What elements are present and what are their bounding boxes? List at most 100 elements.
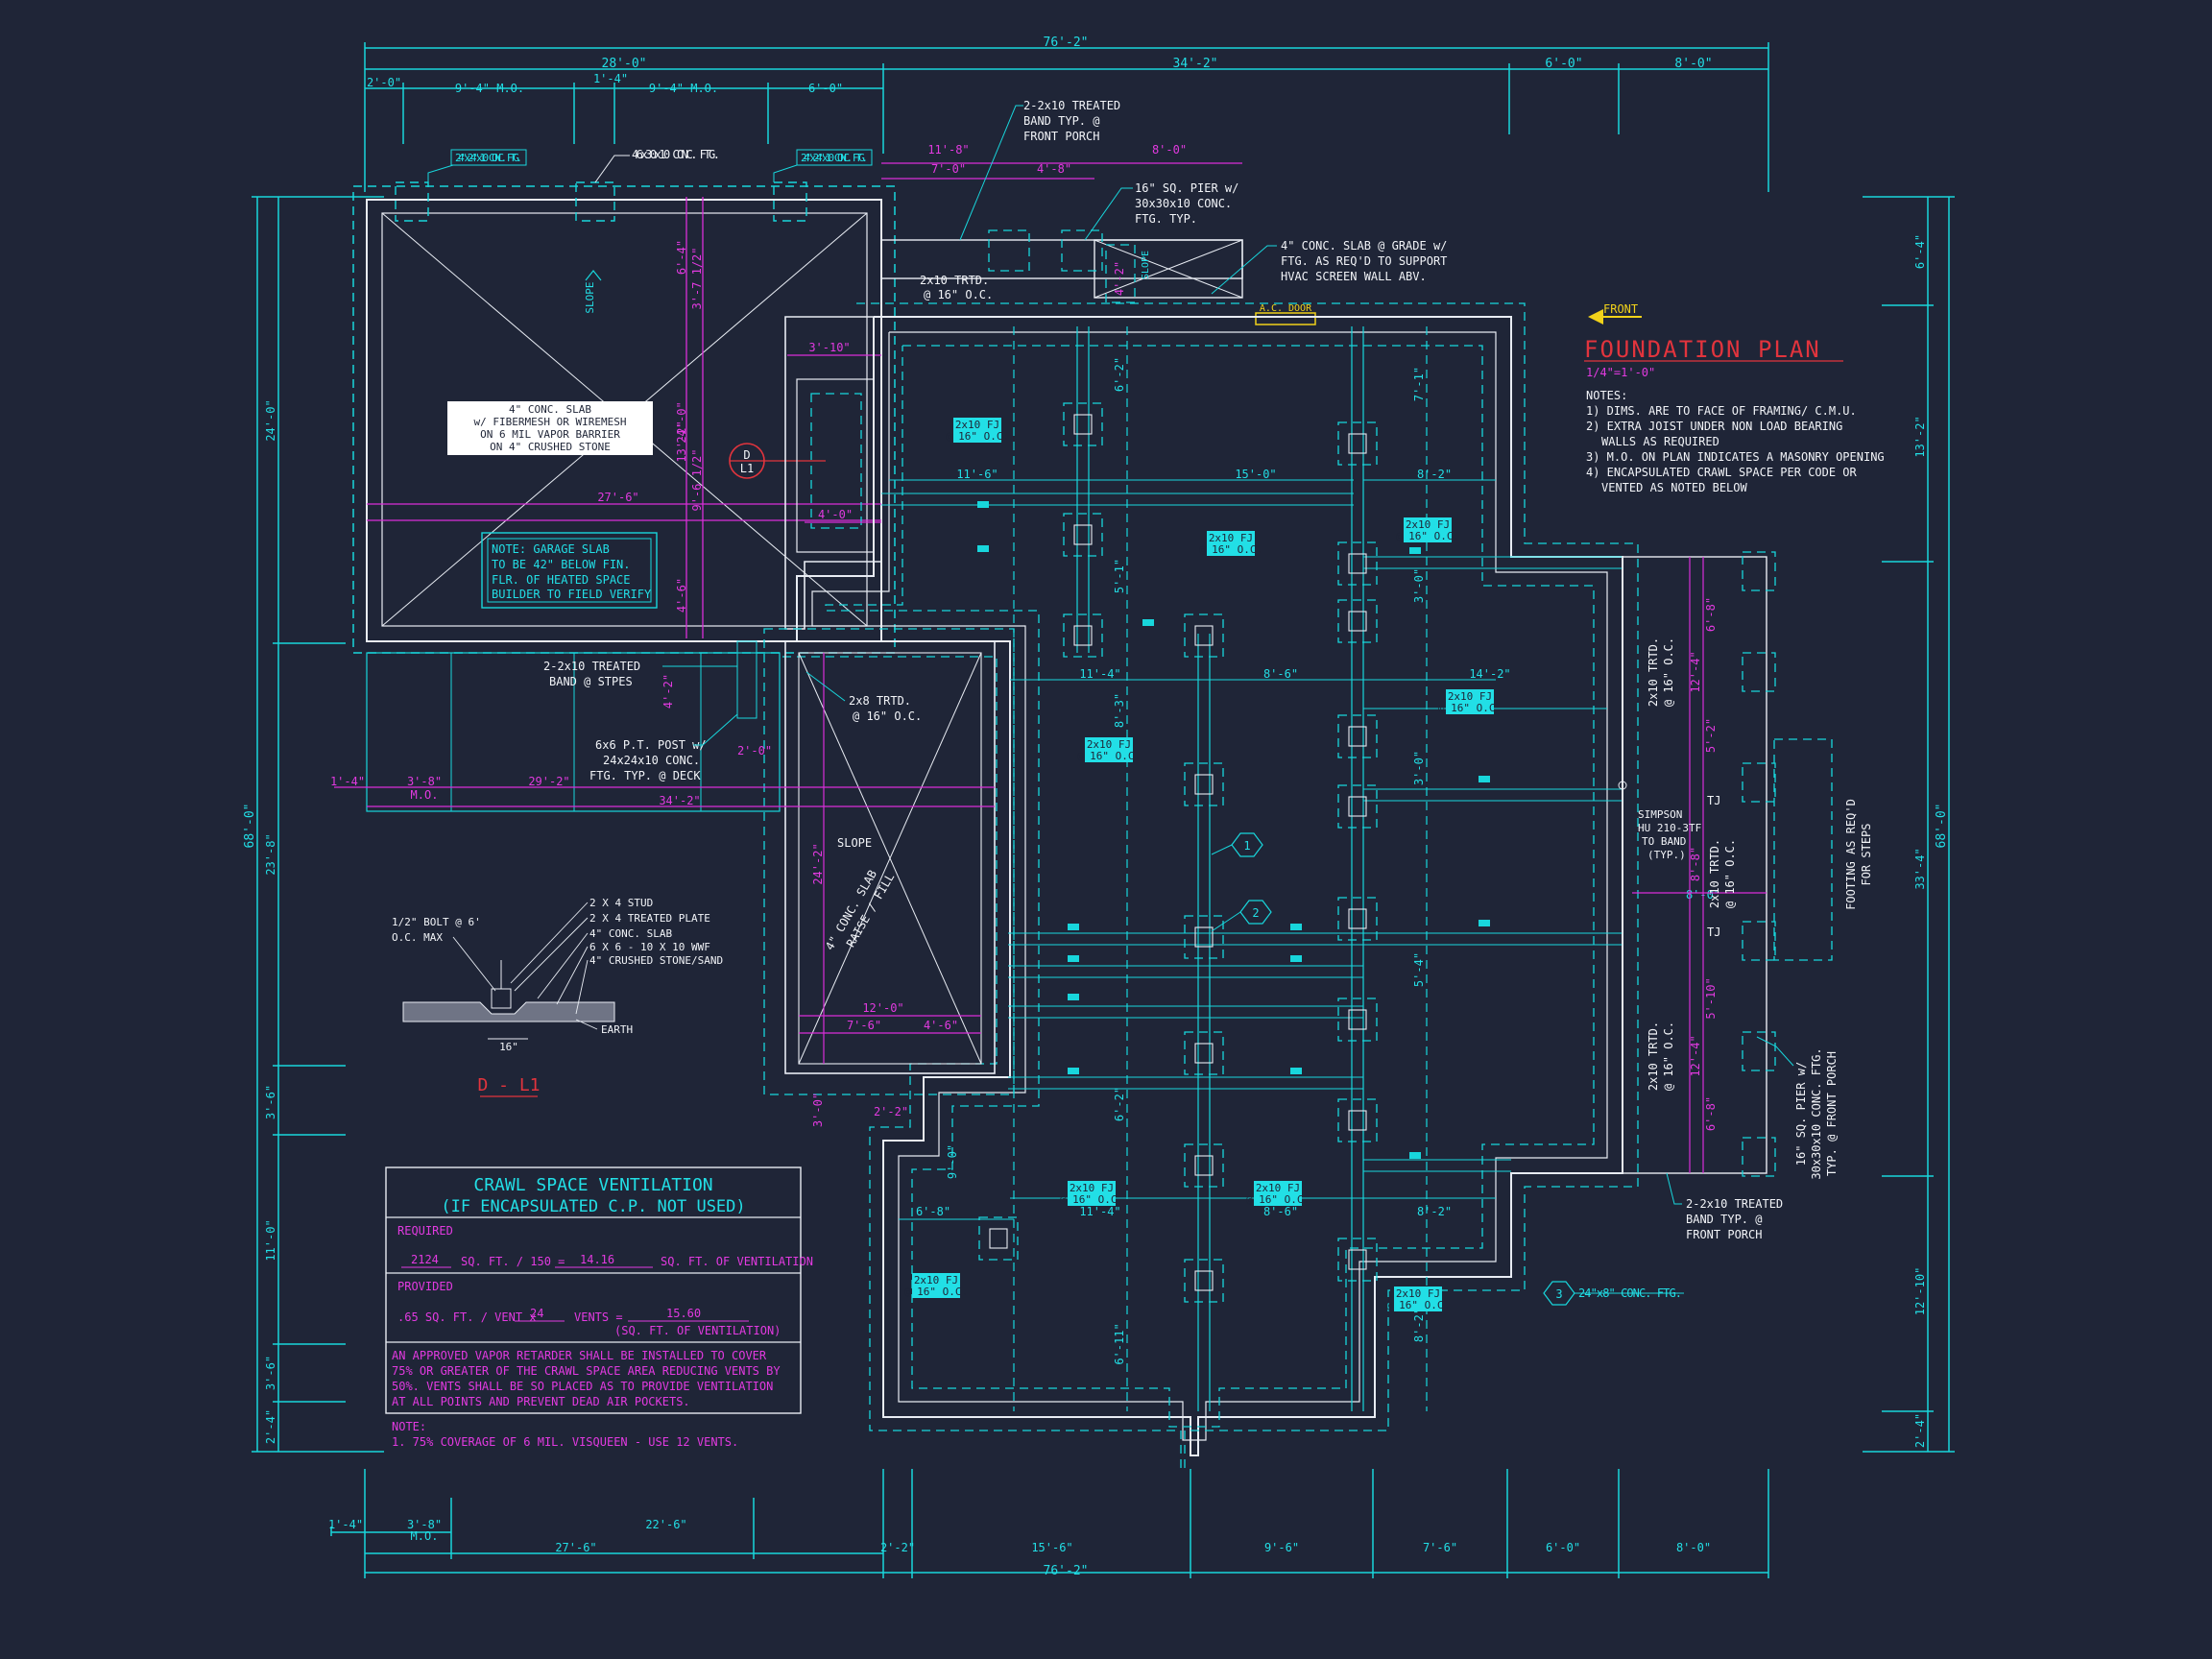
footing-label-center: 46x30x10 CONC. FTG. (632, 148, 720, 161)
svg-text:16": 16" (499, 1041, 518, 1053)
dim-garage-width: 27'-6" (597, 491, 638, 504)
dim-left-c: 3'-6" (264, 1085, 277, 1119)
deck: 1'-4" 3'-8" M.O. 29'-2" 34'-2" 2'-0" 4'-… (330, 640, 995, 812)
svg-text:FLR. OF HEATED SPACE: FLR. OF HEATED SPACE (492, 573, 631, 587)
svg-text:2x10 FJ: 2x10 FJ (1406, 518, 1450, 531)
svg-text:BAND @ STPES: BAND @ STPES (549, 675, 633, 688)
svg-text:FOOTING AS REQ'D: FOOTING AS REQ'D (1844, 799, 1858, 910)
dim-right-d: 12'-10" (1913, 1267, 1927, 1316)
dim-top-overall: 76'-2" (1044, 36, 1089, 50)
svg-text:@ 16" O.C.: @ 16" O.C. (924, 288, 993, 301)
svg-text:2x10 TRTD.: 2x10 TRTD. (1647, 637, 1660, 707)
dim-bot-e: 2'-2" (880, 1541, 915, 1554)
svg-text:12'-4": 12'-4" (1689, 651, 1702, 692)
svg-text:@ 16" O.C.: @ 16" O.C. (853, 709, 922, 723)
garage-slab-note: 4" CONC. SLAB w/ FIBERMESH OR WIREMESH O… (447, 401, 653, 455)
svg-text:@ 16" O.C.: @ 16" O.C. (1199, 543, 1262, 556)
svg-text:3: 3 (1555, 1287, 1562, 1301)
dim-bot-b2: M.O. (411, 1529, 439, 1543)
svg-text:12'-4": 12'-4" (1689, 1035, 1702, 1076)
svg-text:TJ: TJ (1707, 794, 1720, 807)
svg-text:4'-2": 4'-2" (1113, 261, 1126, 296)
detail-d-l1: 16" 2 X 4 STUD 2 X 4 TREATED PLATE 4" CO… (392, 897, 723, 1097)
svg-text:6'-8": 6'-8" (916, 1205, 950, 1218)
svg-text:3'-0": 3'-0" (811, 1093, 825, 1127)
fj-label: 2x10 FJ@ 16" O.C. (1386, 1286, 1450, 1311)
svg-text:2) EXTRA JOIST UNDER NON LOAD: 2) EXTRA JOIST UNDER NON LOAD BEARING (1586, 420, 1842, 433)
svg-text:8'-3": 8'-3" (1113, 693, 1126, 728)
svg-text:11'-4": 11'-4" (1079, 1205, 1120, 1218)
vent-title-1: CRAWL SPACE VENTILATION (473, 1175, 712, 1195)
svg-text:1. 75% COVERAGE OF 6 MIL. VIS: 1. 75% COVERAGE OF 6 MIL. VISQUEEN - USE… (392, 1435, 738, 1449)
dim-left-b: 23'-8" (264, 833, 277, 875)
dim-top-c: 1'-4" (593, 72, 628, 85)
svg-text:@ 16" O.C.: @ 16" O.C. (1662, 637, 1675, 707)
svg-text:@ 16" O.C.: @ 16" O.C. (1386, 1299, 1450, 1311)
fj-label: 2x10 FJ@ 16" O.C. (946, 418, 1009, 443)
svg-text:NOTE: GARAGE SLAB: NOTE: GARAGE SLAB (492, 542, 610, 556)
svg-text:SQ. FT. / 150 =: SQ. FT. / 150 = (461, 1255, 565, 1268)
svg-text:EARTH: EARTH (601, 1023, 633, 1036)
interior-dimensions: 11'-6" 15'-0" 8'-2" 11'-4" 8'-6" 14'-2" … (889, 357, 1720, 1365)
svg-text:WALLS AS REQUIRED: WALLS AS REQUIRED (1601, 435, 1719, 448)
dim-g-v3: 24'-0" (675, 401, 688, 443)
svg-text:ON 6 MIL VAPOR BARRIER: ON 6 MIL VAPOR BARRIER (480, 428, 620, 441)
dim-right-overall: 68'-0" (1935, 804, 1949, 849)
svg-text:BUILDER TO FIELD VERIFY: BUILDER TO FIELD VERIFY (492, 588, 652, 601)
svg-text:7'-1": 7'-1" (1412, 367, 1426, 401)
svg-text:SLOPE: SLOPE (1141, 251, 1151, 279)
svg-text:2x10 TRTD.: 2x10 TRTD. (1708, 839, 1721, 908)
svg-text:2x10 FJ: 2x10 FJ (955, 419, 999, 431)
svg-text:2x10 FJ: 2x10 FJ (1256, 1182, 1300, 1194)
dim-bot-overall: 76'-2" (1044, 1564, 1089, 1578)
top-dimensions: 76'-2" 28'-0" 34'-2" 6'-0" 8'-0" 2'-0" 9… (364, 36, 1769, 192)
garage-slope-label: SLOPE (584, 281, 596, 313)
svg-text:@ 16" O.C.: @ 16" O.C. (1723, 839, 1737, 908)
svg-text:2 X 4 TREATED PLATE: 2 X 4 TREATED PLATE (589, 912, 710, 925)
svg-text:7'-6": 7'-6" (847, 1019, 881, 1032)
svg-text:O.C. MAX: O.C. MAX (392, 931, 443, 944)
plan-title: FOUNDATION PLAN (1584, 336, 1821, 363)
dim-top-left: 28'-0" (602, 57, 647, 71)
svg-text:@ 16" O.C.: @ 16" O.C. (1662, 1022, 1675, 1091)
svg-text:2-2x10 TREATED: 2-2x10 TREATED (1686, 1197, 1783, 1211)
dim-bot-d: 22'-6" (645, 1518, 686, 1531)
vent-title-2: (IF ENCAPSULATED C.P. NOT USED) (441, 1197, 745, 1216)
svg-text:L1: L1 (740, 462, 754, 475)
svg-text:12'-0": 12'-0" (862, 1001, 903, 1015)
fj-label: 2x10 FJ@ 16" O.C. (1396, 517, 1459, 542)
svg-text:FTG. TYP.: FTG. TYP. (1135, 212, 1197, 226)
detail-title: D - L1 (477, 1075, 540, 1095)
notes-heading: NOTES: (1586, 389, 1627, 402)
dim-left-d: 11'-0" (264, 1219, 277, 1261)
svg-text:FRONT PORCH: FRONT PORCH (1686, 1228, 1762, 1241)
ftg3-label: 24"x8" CONC. FTG. (1578, 1286, 1682, 1300)
svg-text:@ 16" O.C.: @ 16" O.C. (1438, 702, 1502, 714)
svg-text:8'-8": 8'-8" (1689, 847, 1702, 881)
svg-text:8'-2": 8'-2" (1412, 1308, 1426, 1342)
svg-text:34'-2": 34'-2" (659, 794, 700, 807)
svg-text:BAND TYP. @: BAND TYP. @ (1686, 1213, 1762, 1226)
svg-text:4" CRUSHED STONE/SAND: 4" CRUSHED STONE/SAND (589, 954, 723, 967)
svg-text:16" SQ. PIER w/: 16" SQ. PIER w/ (1135, 181, 1238, 195)
svg-text:2x10 FJ: 2x10 FJ (914, 1274, 958, 1286)
fj-label: 2x10 FJ@ 16" O.C. (1077, 737, 1141, 762)
svg-text:2'-2": 2'-2" (874, 1105, 908, 1118)
svg-text:2 X 4 STUD: 2 X 4 STUD (589, 897, 653, 909)
svg-text:2-2x10 TREATED: 2-2x10 TREATED (543, 660, 640, 673)
svg-text:6'-2": 6'-2" (1113, 1087, 1126, 1121)
svg-text:FRONT PORCH: FRONT PORCH (1023, 130, 1099, 143)
svg-text:1) DIMS. ARE TO FACE OF FRAMIN: 1) DIMS. ARE TO FACE OF FRAMING/ C.M.U. (1586, 404, 1857, 418)
dim-g-v5: 9'-6 1/2" (690, 448, 704, 511)
dim-right-a: 6'-4" (1913, 234, 1927, 269)
plan-scale: 1/4"=1'-0" (1586, 366, 1655, 379)
svg-text:BAND TYP. @: BAND TYP. @ (1023, 114, 1099, 128)
svg-text:D: D (743, 448, 750, 462)
svg-text:@ 16" O.C.: @ 16" O.C. (904, 1286, 968, 1298)
dim-top-r2: 8'-0" (1674, 57, 1712, 71)
footing-label-right: 24"x24"x10 CONC. FTG. (801, 152, 868, 164)
svg-text:5'-10": 5'-10" (1704, 977, 1718, 1019)
svg-text:5'-2": 5'-2" (1704, 718, 1718, 753)
svg-text:4" CONC. SLAB: 4" CONC. SLAB (509, 403, 591, 416)
